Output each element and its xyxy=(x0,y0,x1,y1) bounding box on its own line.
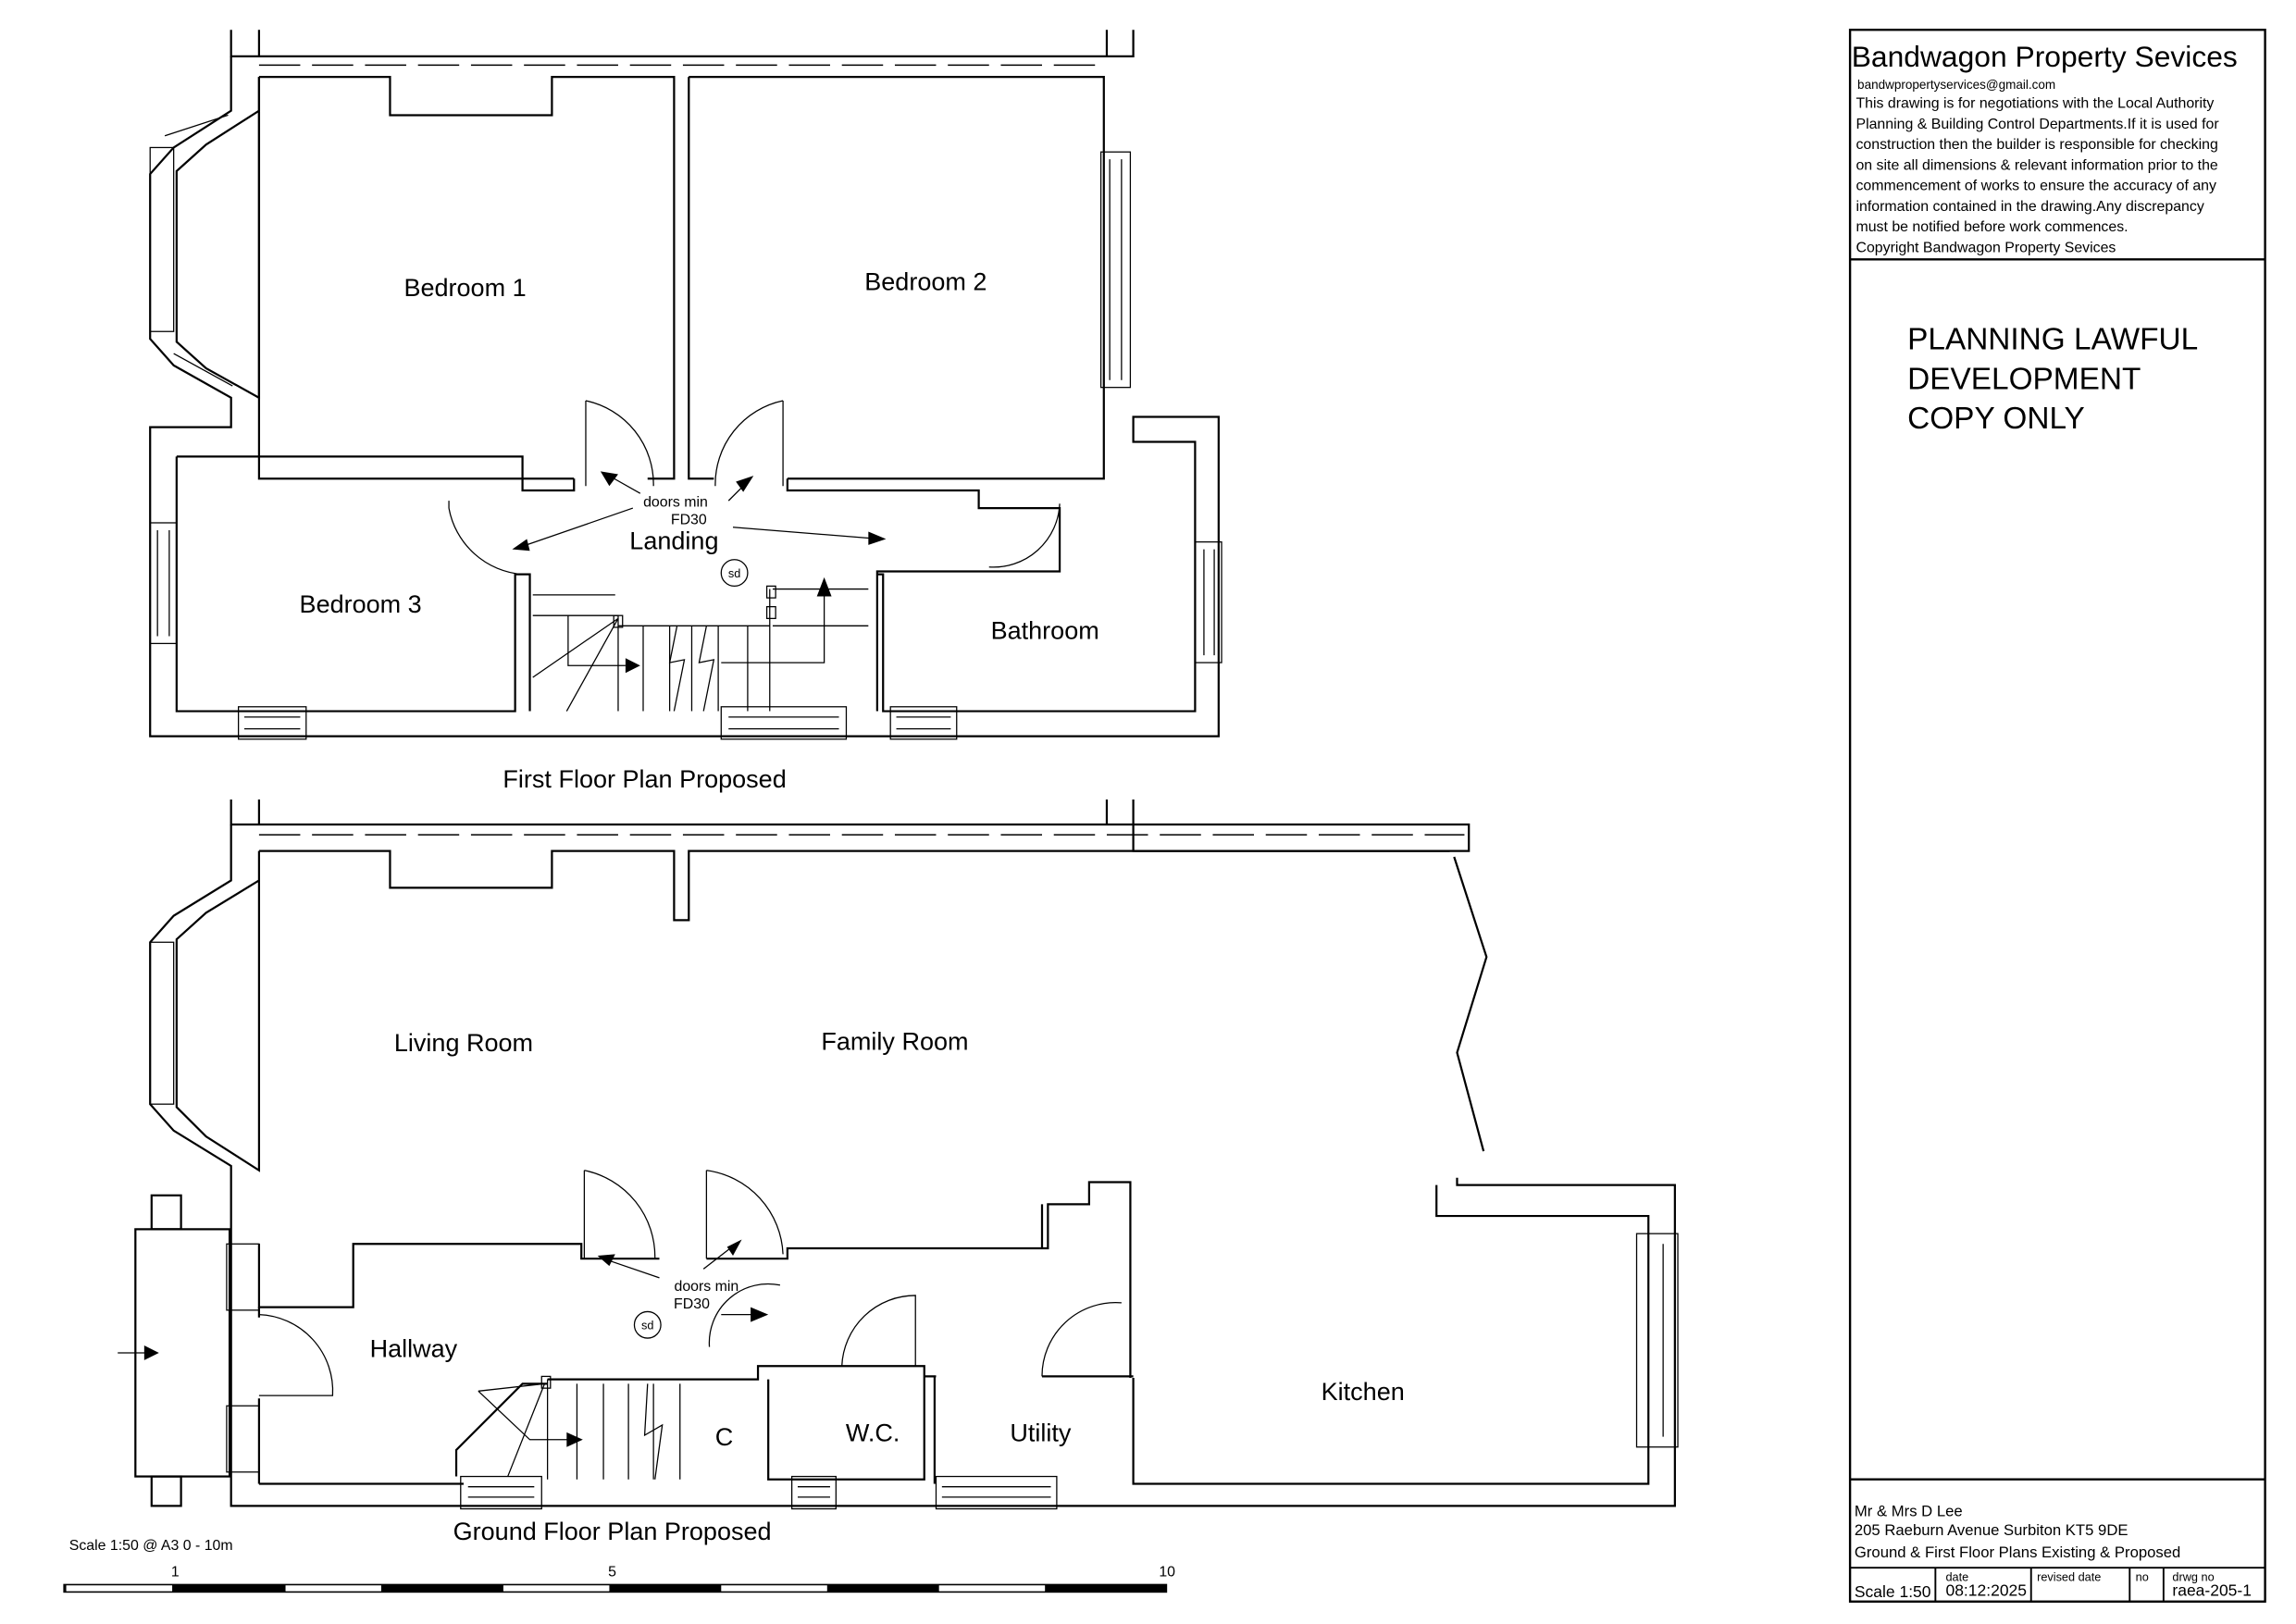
room-label-living-room: Living Room xyxy=(394,1029,533,1057)
scale-tick: 1 xyxy=(171,1565,180,1581)
staircase xyxy=(478,1375,681,1480)
drawing-title: Ground & First Floor Plans Existing & Pr… xyxy=(1855,1543,2180,1561)
room-label-bedroom-2: Bedroom 2 xyxy=(864,268,987,296)
client-name: Mr & Mrs D Lee xyxy=(1855,1502,1963,1519)
smoke-detector-label: sd xyxy=(641,1319,653,1333)
disclaimer-line: This drawing is for negotiations with th… xyxy=(1855,96,2214,112)
smoke-detector-label: sd xyxy=(728,566,740,580)
room-label-kitchen: Kitchen xyxy=(1322,1378,1405,1406)
title-block: Bandwagon Property Sevices bandwproperty… xyxy=(1848,29,2266,1603)
scale-value: Scale 1:50 xyxy=(1855,1582,1931,1601)
status-line: PLANNING LAWFUL xyxy=(1907,322,2198,356)
first-floor-plan: sd Bedroom 1 Bedroom 2 Bedroom 3 Landing… xyxy=(149,30,1222,793)
ground-floor-title: Ground Floor Plan Proposed xyxy=(453,1518,772,1545)
status-line: COPY ONLY xyxy=(1907,402,2085,436)
door-swing xyxy=(258,1170,1122,1396)
disclaimer-line: information contained in the drawing.Any… xyxy=(1855,199,2203,215)
disclaimer-line: commencement of works to ensure the accu… xyxy=(1855,179,2216,194)
window xyxy=(149,114,1222,740)
drawing-no-value: raea-205-1 xyxy=(2172,1581,2252,1599)
disclaimer-line: Planning & Building Control Departments.… xyxy=(1855,117,2219,132)
room-label-bathroom: Bathroom xyxy=(991,617,1099,645)
door-note: doors min xyxy=(643,494,708,510)
date-value: 08:12:2025 xyxy=(1945,1581,2027,1599)
window xyxy=(149,941,1679,1510)
staircase xyxy=(532,576,869,712)
date-label: date xyxy=(1945,1569,1968,1583)
room-label-landing: Landing xyxy=(629,527,718,555)
bifold-door xyxy=(1453,856,1488,1152)
disclaimer-line: construction then the builder is respons… xyxy=(1855,137,2217,153)
smoke-detector-icon xyxy=(633,1310,662,1339)
room-label-cupboard: C xyxy=(715,1423,734,1451)
room-label-wc: W.C. xyxy=(846,1419,900,1446)
room-label-hallway: Hallway xyxy=(370,1335,458,1363)
company-name: Bandwagon Property Sevices xyxy=(1852,40,2238,73)
drawing-no-label: drwg no xyxy=(2172,1569,2214,1583)
first-floor-title: First Floor Plan Proposed xyxy=(503,765,786,793)
company-email: bandwpropertyservices@gmail.com xyxy=(1857,78,2055,92)
revision-no-label: no xyxy=(2136,1569,2149,1583)
door-swing xyxy=(448,400,1061,576)
disclaimer-line: on site all dimensions & relevant inform… xyxy=(1855,157,2217,173)
disclaimer-line: Copyright Bandwagon Property Sevices xyxy=(1855,240,2116,255)
site-address: 205 Raeburn Avenue Surbiton KT5 9DE xyxy=(1855,1521,2128,1539)
disclaimer-line: must be notified before work commences. xyxy=(1855,219,2128,235)
scale-bar: Scale 1:50 @ A3 0 - 10m 1 5 10 xyxy=(63,1538,1175,1593)
ground-floor-plan: sd Living Room Family Room Hallway C W.C… xyxy=(118,799,1679,1545)
scale-caption: Scale 1:50 @ A3 0 - 10m xyxy=(69,1538,233,1554)
smoke-detector-icon xyxy=(720,559,749,588)
room-label-family-room: Family Room xyxy=(821,1027,968,1055)
status-line: DEVELOPMENT xyxy=(1907,362,2141,396)
scale-tick: 10 xyxy=(1159,1565,1175,1581)
room-label-utility: Utility xyxy=(1010,1419,1072,1446)
door-note: doors min xyxy=(674,1279,738,1295)
revised-date-label: revised date xyxy=(2037,1569,2101,1583)
scale-tick: 5 xyxy=(608,1565,616,1581)
room-label-bedroom-1: Bedroom 1 xyxy=(403,274,526,302)
door-rating: FD30 xyxy=(671,513,707,528)
door-rating: FD30 xyxy=(674,1296,710,1312)
room-label-bedroom-3: Bedroom 3 xyxy=(300,590,422,618)
